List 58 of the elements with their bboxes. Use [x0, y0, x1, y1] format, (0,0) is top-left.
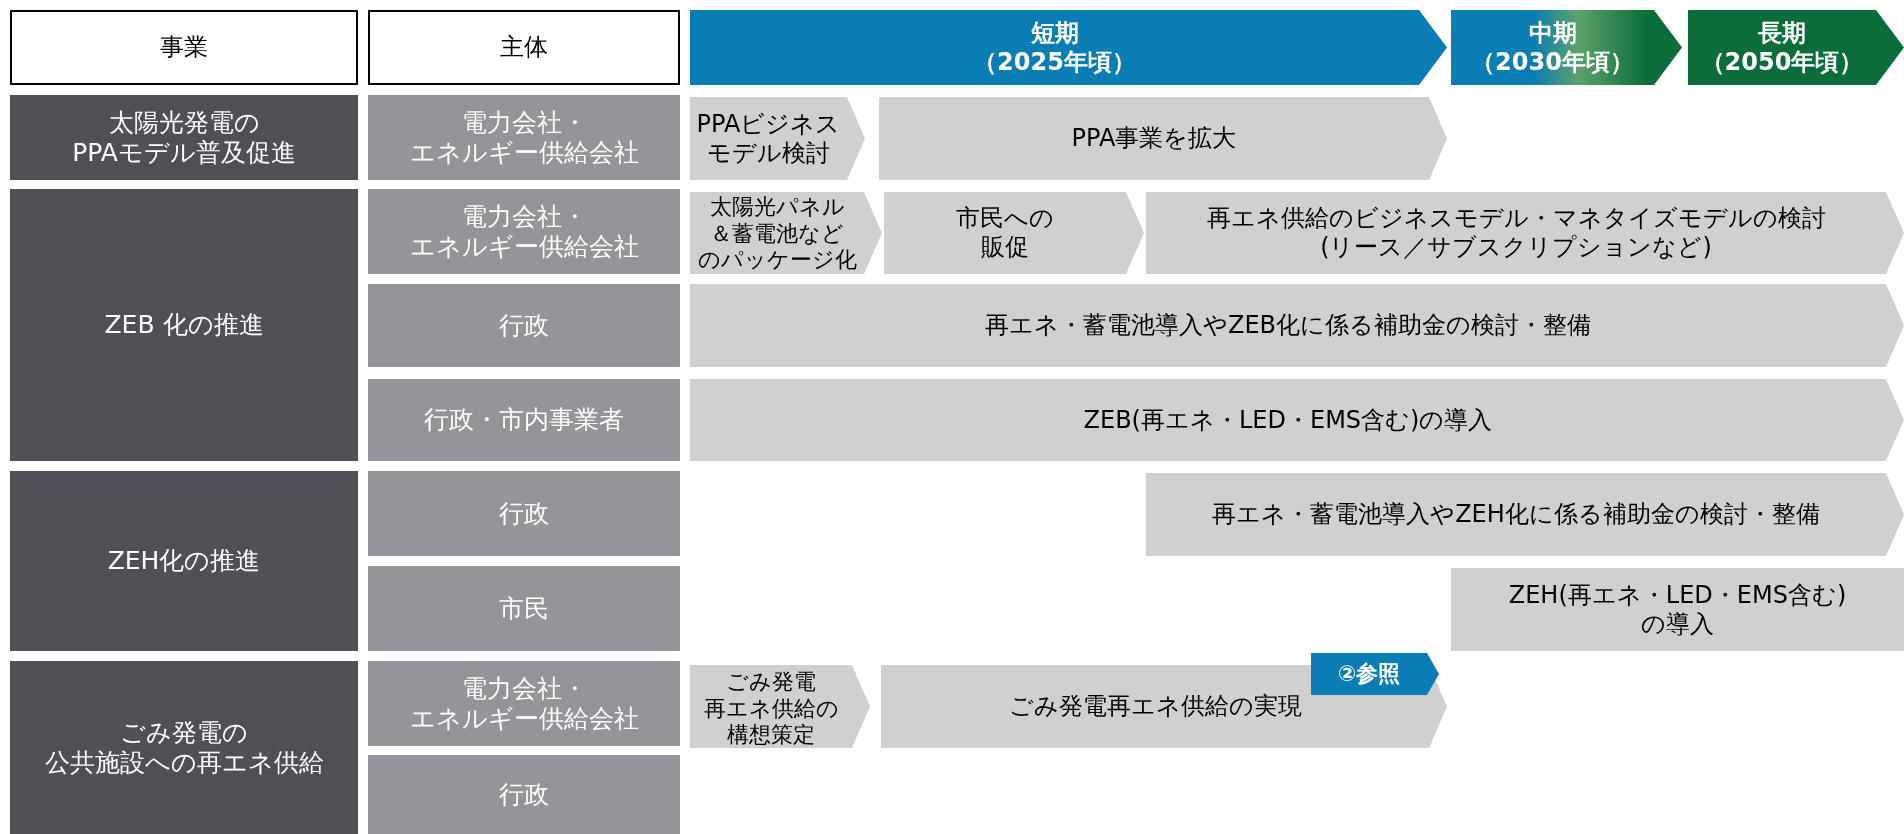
cell-text: （2050年頃）	[1700, 47, 1864, 77]
cell-text: ZEH(再エネ・LED・EMS含む)の導入	[1508, 580, 1847, 639]
roadmap-bar	[1451, 568, 1904, 651]
roadmap-bar	[879, 97, 1447, 180]
category-cell	[10, 661, 358, 834]
cell-text: 市民	[499, 593, 549, 624]
cell-text: 電力会社・エネルギー供給会社	[409, 673, 639, 734]
actor-cell	[368, 755, 680, 834]
cell-text: 行政	[499, 498, 549, 529]
cell-text: PPAビジネスモデル検討	[696, 109, 841, 168]
cell-text: 行政	[499, 310, 549, 341]
roadmap-bar	[690, 379, 1904, 461]
roadmap-bar	[690, 284, 1904, 367]
cell-text: 再エネ・蓄電池導入やZEB化に係る補助金の検討・整備	[984, 311, 1592, 340]
cell-text: 長期	[1758, 18, 1806, 48]
cell-text: 太陽光発電のPPAモデル普及促進	[72, 107, 296, 168]
cell-text: ごみ発電再エネ供給の実現	[1008, 692, 1302, 721]
cell-text: 行政	[499, 779, 549, 810]
roadmap-bar	[884, 192, 1144, 274]
roadmap-bar	[1146, 473, 1904, 556]
header-cell	[10, 10, 358, 85]
cell-text: ごみ発電の公共施設への再エネ供給	[44, 717, 324, 778]
actor-cell	[368, 379, 680, 461]
cell-text: 行政・市内事業者	[424, 405, 624, 435]
actor-cell	[368, 566, 680, 651]
cell-text: PPA事業を拡大	[1071, 124, 1237, 153]
phase-band	[690, 10, 1447, 85]
cell-text: （2025年頃）	[973, 47, 1136, 77]
cell-text: 再エネ供給のビジネスモデル・マネタイズモデルの検討(リース／サブスクリプションなど)	[1206, 204, 1826, 262]
cell-text: 電力会社・エネルギー供給会社	[409, 201, 639, 262]
actor-cell	[368, 189, 680, 274]
cell-text: 市民への販促	[956, 204, 1054, 262]
cell-text: 再エネ・蓄電池導入やZEH化に係る補助金の検討・整備	[1212, 500, 1820, 529]
cell-text: （2030年頃）	[1471, 47, 1634, 77]
category-cell	[10, 189, 358, 461]
cell-text: ZEH化の推進	[107, 546, 261, 576]
actor-cell	[368, 471, 680, 556]
phase-band	[1688, 10, 1904, 85]
cell-text: 主体	[500, 33, 548, 62]
cell-text: 電力会社・エネルギー供給会社	[409, 107, 639, 168]
reference-tag	[1311, 653, 1439, 695]
cell-text: ②参照	[1337, 660, 1401, 688]
cell-text: 太陽光パネル＆蓄電池などのパッケージ化	[697, 194, 857, 274]
cell-text: 中期	[1528, 18, 1577, 48]
actor-cell	[368, 95, 680, 180]
cell-text: 事業	[160, 33, 208, 62]
category-cell	[10, 471, 358, 651]
header-cell	[368, 10, 680, 85]
cell-text: 短期	[1030, 18, 1079, 48]
category-cell	[10, 95, 358, 180]
actor-cell	[368, 661, 680, 746]
phase-band	[1451, 10, 1682, 85]
actor-cell	[368, 284, 680, 367]
roadmap-bar	[1146, 192, 1904, 274]
cell-text: ZEB(再エネ・LED・EMS含む)の導入	[1083, 405, 1493, 435]
cell-text: ごみ発電再エネ供給の構想策定	[703, 669, 839, 749]
roadmap-bar	[690, 97, 865, 180]
cell-text: ZEB 化の推進	[104, 310, 264, 340]
